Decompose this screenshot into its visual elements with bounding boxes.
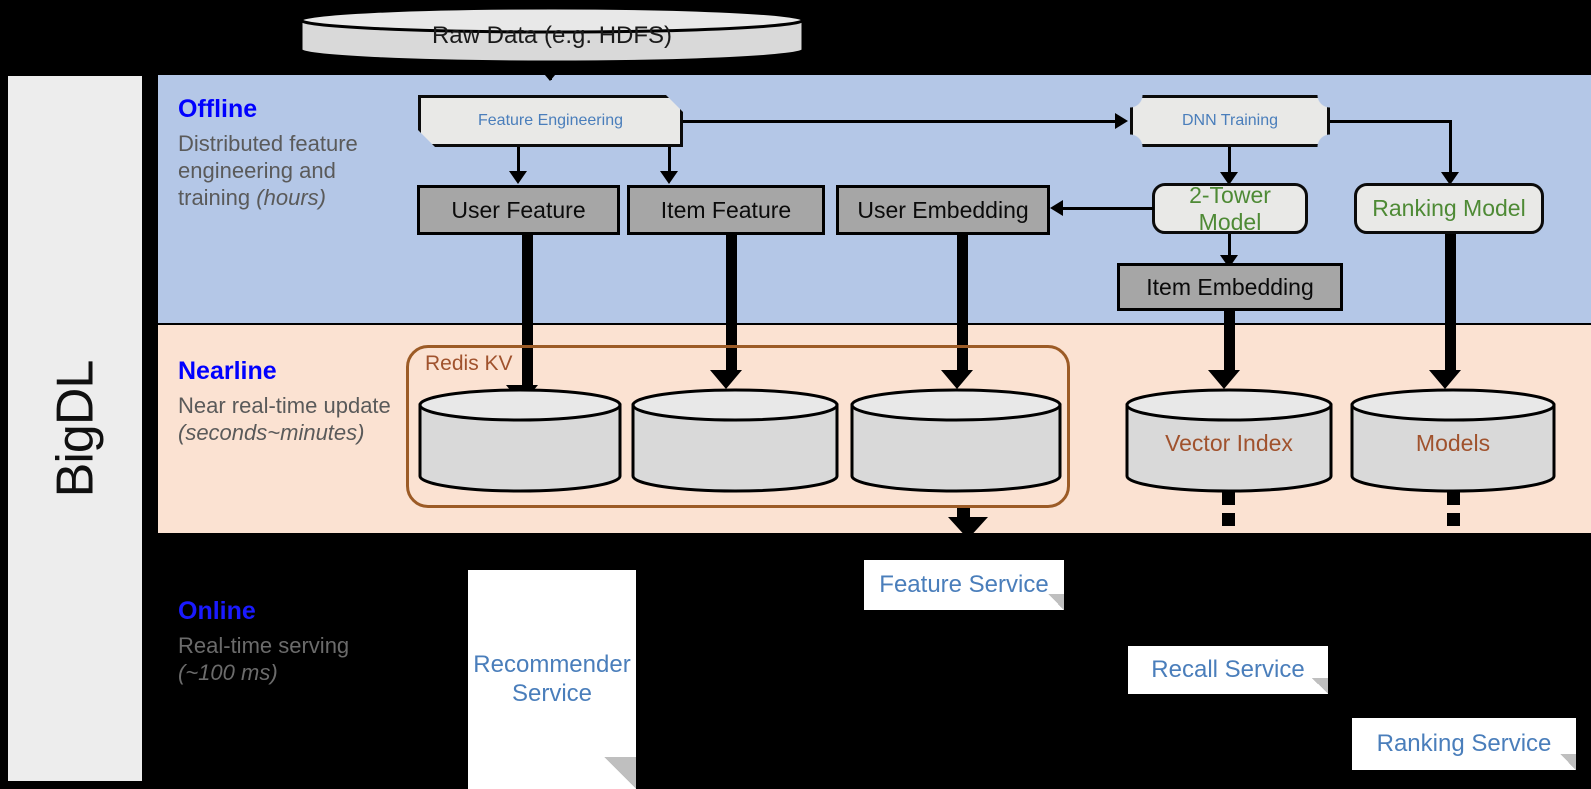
online-desc-text: Real-time serving [178,633,350,659]
arrowhead-rawdata-fe [534,62,566,81]
user-feature-store-cylinder [417,388,623,494]
offline-desc-italic: (hours) [256,184,326,210]
ranking-service-fold-icon [1560,754,1576,770]
arrowhead-fe-itemfeature [660,171,678,184]
dnn-training-box[interactable]: DNN Training [1130,95,1330,147]
user-embedding-box[interactable]: User Embedding [836,185,1050,235]
pipe-userfeature-redis [522,235,533,390]
two-tower-model-box[interactable]: 2-Tower Model [1152,181,1308,235]
connector-fe-dnn [683,120,1115,123]
user-feature-label: User Feature [451,196,586,223]
arrowhead-userembedding-redis [941,370,973,389]
online-description: Real-time serving (~100 ms) [178,633,393,687]
offline-title: Offline [178,95,258,123]
user-embedding-store-cylinder [849,388,1063,494]
raw-data-cylinder: Raw Data (e.g. HDFS) [298,6,806,64]
arrowhead-itemfeature-redis [710,370,742,389]
arrowhead-featureservice [948,517,988,539]
connector-stub-ranking-1 [1447,492,1460,505]
item-feature-label: Item Feature [660,196,792,223]
feature-engineering-box[interactable]: Feature Engineering [418,95,683,147]
arrowhead-rankingmodel-models [1429,370,1461,389]
arrowhead-dnn-twotower [1220,172,1238,185]
nearline-desc-italic: (seconds~minutes) [178,420,365,446]
online-title: Online [178,597,256,625]
offline-description: Distributed feature engineering and trai… [178,131,393,211]
feature-service-fold-icon [1048,594,1064,610]
two-tower-model-label: 2-Tower Model [1189,181,1271,235]
connector-fe-itemfeature [668,147,671,173]
item-embedding-box[interactable]: Item Embedding [1117,263,1343,311]
nearline-description: Near real-time update (seconds~minutes) [178,393,393,447]
arrowhead-dnn-ranking [1441,172,1459,185]
vector-index-cylinder: Vector Index [1124,388,1334,494]
feature-service-label: Feature Service [879,570,1049,598]
arrowhead-itemembedding-vectorindex [1208,370,1240,389]
connector-twotower-userembedding [1062,207,1154,210]
models-cylinder: Models [1349,388,1557,494]
nearline-title: Nearline [178,357,277,385]
pipe-itemembedding-vectorindex [1224,311,1235,375]
online-desc-italic: (~100 ms) [178,660,278,686]
connector-fe-userfeature [517,147,520,173]
user-embedding-label: User Embedding [857,196,1029,223]
item-feature-store-cylinder [630,388,840,494]
bigdl-sidebar: BigDL [8,76,142,781]
pipe-rankingmodel-models [1445,234,1456,375]
ranking-service-label: Ranking Service [1376,729,1552,757]
recall-service-label: Recall Service [1151,655,1305,683]
recommender-service-doc[interactable]: Recommender Service [468,570,636,789]
connector-stub-recall-2 [1222,513,1235,526]
arrowhead-fe-dnn [1115,113,1128,129]
connector-dnn-ranking-v [1449,120,1452,175]
pipe-userembedding-redis [957,235,968,375]
pipe-itemfeature-redis [726,235,737,375]
ranking-model-box[interactable]: Ranking Model [1354,183,1544,234]
recall-service-fold-icon [1312,678,1328,694]
feature-service-doc[interactable]: Feature Service [864,560,1064,610]
connector-dnn-twotower [1228,147,1231,175]
ranking-model-label: Ranking Model [1372,195,1526,221]
nearline-label-group: Nearline Near real-time update (seconds~… [178,358,393,447]
dnn-training-label: DNN Training [1181,112,1279,129]
ranking-service-body [1352,718,1576,770]
nearline-desc-text: Near real-time update [178,393,391,419]
connector-stub-recall-1 [1222,492,1235,505]
feature-engineering-label: Feature Engineering [478,112,623,129]
offline-label-group: Offline Distributed feature engineering … [178,96,393,212]
recall-service-body [1128,646,1328,694]
ranking-service-doc[interactable]: Ranking Service [1352,718,1576,770]
redis-kv-container [406,345,1070,508]
recommender-service-label: Recommender Service [473,650,631,707]
arrowhead-twotower-userembedding [1050,200,1063,216]
feature-service-body [864,560,1064,610]
connector-stub-ranking-2 [1447,513,1460,526]
item-embedding-label: Item Embedding [1146,273,1314,300]
online-label-group: Online Real-time serving (~100 ms) [178,598,393,687]
bigdl-label: BigDL [46,360,105,497]
recall-service-doc[interactable]: Recall Service [1128,646,1328,694]
connector-twotower-itemembedding [1228,234,1231,259]
redis-kv-label: Redis KV [425,352,513,375]
recommender-service-body [468,570,636,789]
offline-desc-text: Distributed feature engineering and trai… [178,131,358,210]
arrowhead-fe-userfeature [509,171,527,184]
item-feature-box[interactable]: Item Feature [627,185,825,235]
connector-dnn-ranking-h [1330,120,1452,123]
recommender-service-fold-icon [604,757,636,789]
user-feature-box[interactable]: User Feature [417,185,620,235]
